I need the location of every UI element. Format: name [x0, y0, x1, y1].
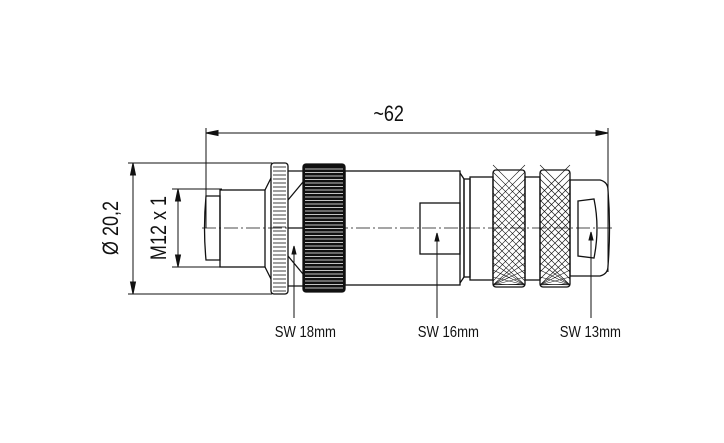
hatch-line — [492, 220, 526, 254]
hatch-line — [539, 164, 571, 196]
hatch-line — [539, 241, 571, 273]
hatch-line — [539, 248, 571, 280]
hatch-line — [492, 276, 526, 286]
hatch-line — [539, 220, 571, 252]
thread-label: M12 x 1 — [146, 195, 172, 261]
hatch-line — [492, 248, 526, 282]
hatch-line — [539, 213, 571, 245]
hatch-line — [539, 283, 571, 286]
hatch-line — [539, 171, 571, 203]
hatch-line — [492, 227, 526, 261]
hatch-line — [539, 199, 571, 231]
hatch-line — [539, 206, 571, 238]
length-dimension — [205, 128, 609, 272]
threaded-plug — [219, 189, 266, 268]
hex-section — [287, 170, 304, 287]
end-cap — [569, 179, 611, 277]
hatch-line — [492, 171, 526, 205]
thread-dimension — [172, 188, 222, 268]
hatch-line — [539, 255, 571, 286]
wrench-size-label-1: SW 18mm — [274, 324, 336, 341]
hatch-line — [492, 269, 526, 286]
hatch-line — [492, 213, 526, 247]
diameter-dimension — [128, 162, 272, 295]
knurled-grip-2 — [539, 169, 571, 288]
hatch-line — [539, 185, 571, 217]
wrench-size-label-3: SW 13mm — [559, 324, 621, 341]
plug-tip — [203, 195, 221, 261]
hatch-line — [492, 192, 526, 226]
hatch-line — [492, 283, 526, 286]
hatch-line — [492, 241, 526, 275]
hatch-line — [539, 262, 571, 286]
wrench-size-label-2: SW 16mm — [417, 324, 479, 341]
connector-body — [203, 162, 611, 295]
hatch-line — [492, 199, 526, 233]
hatch-line — [492, 255, 526, 286]
hatch-line — [492, 262, 526, 286]
hatch-line — [539, 276, 571, 286]
hatch-line — [539, 234, 571, 266]
hatch-line — [539, 227, 571, 259]
diameter-label: Ø 20,2 — [98, 200, 124, 256]
wrench-leaders — [291, 231, 594, 318]
hatch-line — [539, 269, 571, 286]
hatch-line — [539, 192, 571, 224]
length-label: ~62 — [373, 101, 404, 126]
wrench-flat — [419, 202, 461, 255]
hatch-line — [492, 178, 526, 212]
hatch-line — [492, 206, 526, 240]
hatch-line — [492, 234, 526, 268]
hatch-line — [492, 185, 526, 219]
hatch-line — [539, 178, 571, 210]
hatch-line — [492, 164, 526, 198]
